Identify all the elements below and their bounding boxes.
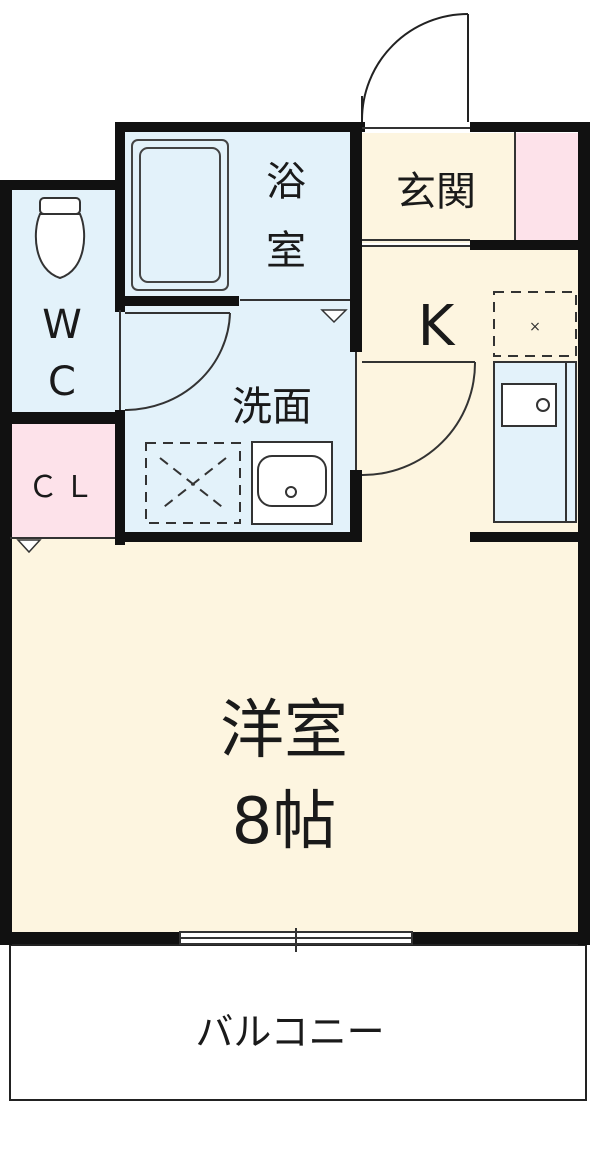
balcony-label: バルコニー (195, 1010, 384, 1054)
bath-floor (122, 128, 355, 303)
western-room-size: 8帖 (232, 785, 337, 859)
kitchen-label: K (418, 294, 456, 359)
wall-entrance-step (470, 240, 588, 250)
thin-lines (10, 127, 516, 539)
washroom-label: 洗面 (232, 384, 312, 430)
wall-wash-kitchen (350, 470, 362, 542)
door-markers (16, 309, 348, 554)
wall-wc-bath (115, 122, 125, 312)
western-room-name: 洋室 (220, 694, 348, 768)
wall-bath-wash (115, 296, 239, 306)
bathtub (131, 139, 229, 291)
wall-top-entrance (470, 122, 588, 132)
wall-bottom-right (412, 932, 590, 944)
shoe-cabinet (515, 133, 585, 243)
wall-bath-entrance (350, 122, 362, 352)
wall-wc-closet (0, 412, 125, 424)
entrance-label: 玄関 (396, 169, 476, 215)
washing-machine-space (145, 442, 241, 524)
walls (0, 122, 590, 945)
balcony-window (179, 928, 413, 952)
wc-label-1: W (42, 302, 82, 348)
wc-label-2: C (48, 359, 76, 405)
entrance-floor (355, 133, 515, 243)
wall-top-wc (0, 180, 125, 190)
wash-basin (251, 441, 333, 525)
wall-kitchen-partition (470, 532, 588, 542)
closet-floor (8, 420, 122, 538)
wall-left (0, 180, 12, 945)
room-fills (8, 128, 588, 1101)
wall-bottom-left (0, 932, 180, 944)
bath-label-1: 浴 (266, 159, 306, 205)
washroom-door (124, 312, 231, 411)
entrance-door (361, 13, 469, 122)
fridge-mark: × (529, 319, 541, 335)
wall-wash-bottom (115, 532, 362, 542)
wall-wc-wash (115, 410, 125, 545)
fridge-space (493, 291, 577, 357)
closet-label: ＣＬ (28, 470, 100, 505)
toilet (34, 197, 86, 280)
bath-label-2: 室 (266, 228, 306, 274)
kitchen-sink (493, 361, 577, 523)
wall-top-bath (115, 122, 365, 132)
balcony-floor (9, 944, 587, 1101)
kitchen-door (361, 361, 477, 477)
western-room-floor (10, 245, 588, 940)
